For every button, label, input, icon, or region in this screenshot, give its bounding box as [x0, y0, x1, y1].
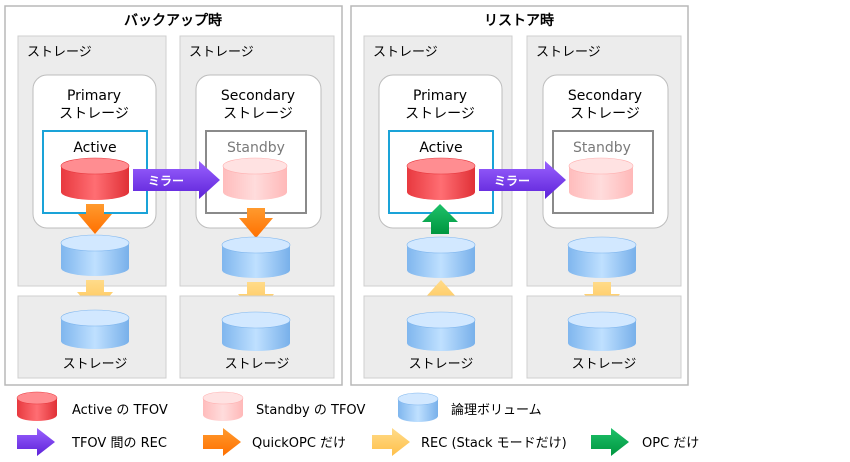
restore-panel-title: リストア時: [484, 12, 554, 29]
legend-quickopc-icon: [203, 428, 241, 456]
backup-quickopc-arrow-right: [239, 208, 273, 238]
backup-active-label: Active: [73, 140, 116, 156]
backup-primary-sub: ストレージ: [59, 106, 129, 122]
restore-bottom-right-label: ストレージ: [572, 357, 637, 372]
restore-mirror-label: ミラー: [494, 174, 530, 188]
restore-active-label: Active: [419, 140, 462, 156]
restore-standby-tfov-cylinder: [568, 157, 634, 200]
backup-mirror-arrow: ミラー: [133, 161, 220, 199]
legend-opc-icon: [591, 428, 629, 456]
legend-rec-between-tfov-label: TFOV 間の REC: [71, 436, 167, 451]
backup-volume-bottom-left: [60, 309, 130, 349]
backup-volume-mid-right: [221, 236, 291, 278]
legend-standby-tfov-label: Standby の TFOV: [256, 403, 365, 418]
restore-primary-name: Primary: [413, 88, 467, 104]
restore-primary-storage-label: ストレージ: [373, 45, 438, 60]
backup-primary-storage-label: ストレージ: [27, 45, 92, 60]
backup-secondary-sub: ストレージ: [223, 106, 293, 122]
backup-volume-mid-left: [60, 234, 130, 276]
restore-volume-bottom-left: [406, 311, 476, 351]
restore-secondary-sub: ストレージ: [570, 106, 640, 122]
legend: Active の TFOV Standby の TFOV 論理ボリューム TFO…: [16, 391, 699, 456]
restore-opc-arrow: [422, 204, 458, 234]
restore-bottom-left-label: ストレージ: [409, 357, 474, 372]
restore-volume-bottom-right: [567, 311, 637, 351]
legend-active-tfov-label: Active の TFOV: [72, 403, 168, 418]
backup-standby-tfov-cylinder: [222, 157, 288, 200]
backup-panel-title: バックアップ時: [124, 12, 222, 29]
legend-opc-label: OPC だけ: [642, 436, 699, 451]
legend-standby-tfov-icon: [202, 391, 244, 421]
restore-volume-mid-left: [406, 236, 476, 278]
backup-secondary-storage-label: ストレージ: [189, 45, 254, 60]
backup-active-tfov-cylinder: [60, 157, 130, 200]
legend-rec-stack-label: REC (Stack モードだけ): [421, 436, 567, 451]
backup-volume-bottom-right: [221, 311, 291, 351]
restore-active-tfov-cylinder: [406, 157, 476, 200]
restore-panel: リストア時 ストレージ ストレージ Primary ストレージ Active S…: [350, 5, 689, 386]
legend-logical-volume-label: 論理ボリューム: [451, 402, 542, 418]
backup-mirror-label: ミラー: [148, 174, 184, 188]
backup-secondary-name: Secondary: [221, 88, 295, 104]
restore-standby-label: Standby: [573, 140, 631, 156]
legend-active-tfov-icon: [16, 391, 58, 421]
restore-secondary-storage-label: ストレージ: [536, 45, 601, 60]
backup-bottom-right-label: ストレージ: [225, 357, 290, 372]
backup-bottom-left-label: ストレージ: [63, 357, 128, 372]
legend-logical-volume-icon: [397, 392, 439, 422]
restore-primary-sub: ストレージ: [405, 106, 475, 122]
backup-primary-name: Primary: [67, 88, 121, 104]
legend-rec-stack-icon: [372, 428, 410, 456]
legend-rec-between-tfov-icon: [17, 428, 55, 456]
backup-quickopc-arrow-left: [78, 204, 112, 234]
backup-standby-label: Standby: [227, 140, 285, 156]
restore-volume-mid-right: [567, 236, 637, 278]
restore-mirror-arrow: ミラー: [479, 161, 566, 199]
backup-panel: バックアップ時 ストレージ ストレージ Primary ストレージ Active…: [4, 5, 343, 386]
legend-quickopc-label: QuickOPC だけ: [252, 436, 346, 451]
restore-secondary-name: Secondary: [568, 88, 642, 104]
